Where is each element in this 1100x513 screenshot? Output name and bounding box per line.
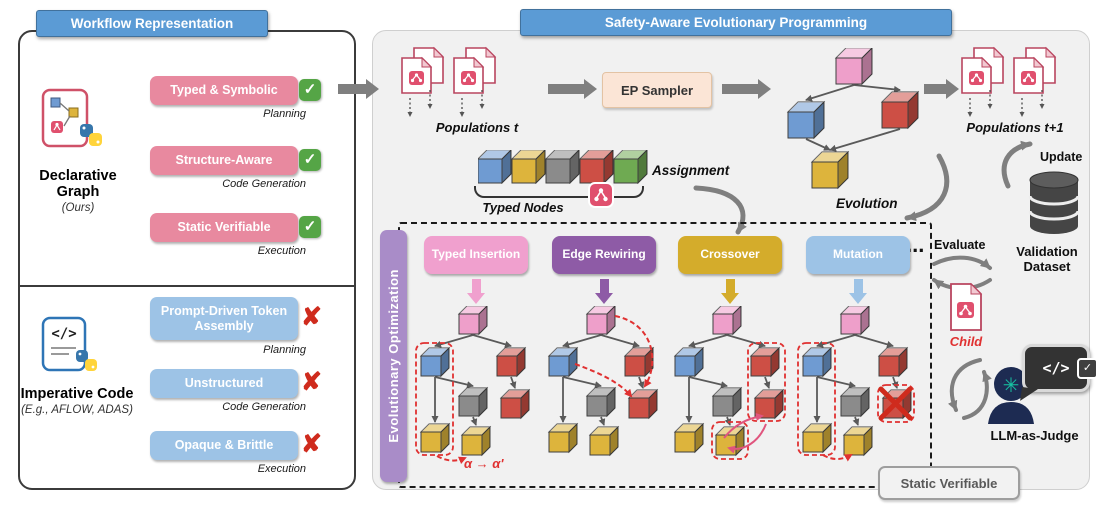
panel-divider [20,285,354,287]
static-verifiable-box: Static Verifiable [878,466,1020,500]
feature-unstructured: Unstructured [150,369,298,398]
feature-structure-aware: Structure-Aware [150,146,298,175]
feature-prompt-driven: Prompt-Driven Token Assembly [150,297,298,340]
check-icon: ✓ [299,216,321,238]
arrow-populations-to-sampler [548,79,597,99]
population-doc-stack [450,46,502,123]
population-doc-stack [958,46,1010,123]
mutation-tree [797,304,919,471]
typed-graph-badge-icon [588,182,614,213]
edge-rewiring-tree [543,304,665,471]
code-glyph: </> [51,326,76,342]
arrow-left-to-populations [338,79,379,99]
op-header-mutation: Mutation [806,236,910,274]
openai-logo-icon: ✳ [1003,375,1020,397]
cross-icon: ✘ [301,430,322,458]
op-arrow-crossover [721,279,739,304]
op-header-typed-insertion: Typed Insertion [424,236,528,274]
feature-opaque-brittle: Opaque & Brittle [150,431,298,460]
llm-as-judge-label: LLM-as-Judge [990,428,1079,443]
validation-dataset-label: Validation Dataset [1016,244,1078,274]
child-doc-icon [946,282,986,339]
declarative-graph-icon [40,88,106,157]
populations-t1-label: Populations t+1 [966,120,1064,135]
code-icon: </> [1042,359,1070,377]
judge-cycle-arrows [947,358,992,420]
declarative-graph-subtitle: (Ours) [61,202,95,214]
op-header-crossover: Crossover [678,236,782,274]
more-operations-ellipsis: ... [906,232,925,257]
caption-planning: Planning [263,344,306,356]
typed-insertion-tree [415,304,537,471]
arrow-sampler-to-tree [722,79,771,99]
update-label: Update [1040,150,1083,164]
evolution-arrow [904,153,950,222]
child-label: Child [949,334,983,349]
op-arrow-typed-insertion [467,279,485,304]
declarative-graph-title: Declarative Graph [39,168,117,200]
judge-head-icon: ✳ [985,362,1041,429]
cross-icon: ✘ [301,368,322,396]
feature-static-verifiable: Static Verifiable [150,213,298,242]
caption-execution: Execution [257,245,306,257]
python-logo-icon [80,124,102,146]
arrow-tree-to-populations-t1 [924,79,959,99]
imperative-code-icon: </> [40,316,102,381]
bubble-tail [1020,386,1038,404]
assignment-label: Assignment [652,163,730,178]
right-panel-header: Safety-Aware Evolutionary Programming [520,9,952,36]
typed-nodes-row [476,148,650,189]
op-arrow-edge-rewiring [595,279,613,304]
ep-sampler-box: EP Sampler [602,72,712,108]
caption-planning: Planning [263,108,306,120]
feature-typed-symbolic: Typed & Symbolic [150,76,298,105]
evolutionary-optimization-label: Evolutionary Optimization [386,269,401,443]
left-panel-header: Workflow Representation [36,10,268,37]
alpha-transition-label: α → α' [464,456,504,471]
op_crossover-svg [673,304,786,460]
evolution-label: Evolution [836,196,898,211]
op-arrow-mutation [849,279,867,304]
database-icon [1026,170,1082,241]
populations-t-label: Populations t [435,120,519,135]
evaluate-label: Evaluate [934,238,986,252]
population-doc-stack [1010,46,1062,123]
caption-execution: Execution [257,463,306,475]
flow-svg [786,46,920,190]
op_rewiring-svg [547,304,659,457]
typed-svg [476,148,649,185]
imperative-code-title: Imperative Code [20,386,134,402]
imperative-code-subtitle: (E.g., AFLOW, ADAS) [21,404,133,416]
evolutionary-optimization-band: Evolutionary Optimization [380,230,407,482]
check-icon: ✓ [299,79,321,101]
op-header-edge-rewiring: Edge Rewiring [552,236,656,274]
assignment-arrow [693,185,747,235]
crossover-tree [669,304,791,471]
typed-nodes-brace [474,186,644,198]
op_mutation-svg [797,304,915,462]
caption-code-generation: Code Generation [222,178,306,190]
imperative-code-label: Imperative Code (E.g., AFLOW, ADAS) [14,386,140,416]
population-doc-stack [398,46,450,123]
check-icon: ✓ [299,149,321,171]
workflow-graph-tree [778,46,928,199]
declarative-graph-label: Declarative Graph (Ours) [16,168,140,214]
cross-icon: ✘ [301,303,322,331]
typed-nodes-label: Typed Nodes [482,200,564,215]
verified-check-icon: ✓ [1077,358,1098,379]
op_insertion-svg [415,304,531,465]
caption-code-generation: Code Generation [222,401,306,413]
python-logo-icon [76,350,97,371]
code-bubble: </> ✓ [1020,344,1098,404]
update-arrow [1001,140,1033,189]
